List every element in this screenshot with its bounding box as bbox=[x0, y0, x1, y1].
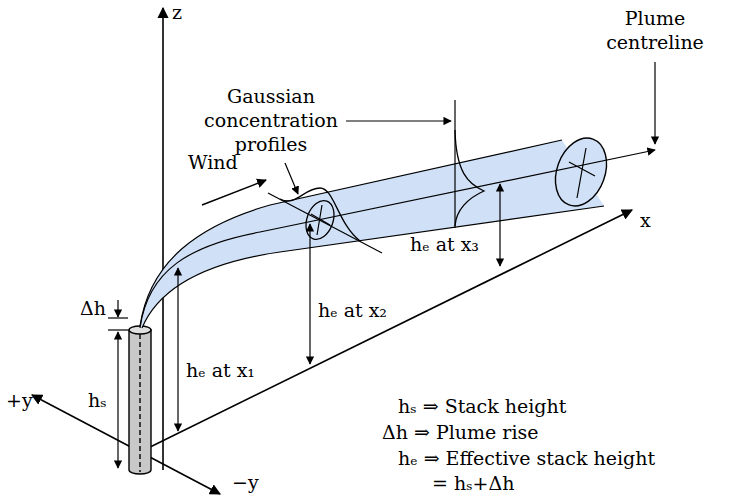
axis-label: +y bbox=[6, 388, 33, 412]
callout-text: Plume centreline bbox=[595, 6, 715, 54]
z-axis bbox=[162, 8, 164, 470]
wind-arrow bbox=[202, 180, 266, 205]
legend-text: hₛ ⇒ Stack height bbox=[398, 394, 566, 418]
dimension-label: Δh bbox=[80, 296, 106, 320]
legend-text: = hₛ+Δh bbox=[432, 471, 514, 495]
wind-label: Wind bbox=[188, 150, 238, 174]
dimension-label: hₑ at x₂ bbox=[318, 298, 387, 322]
axis-label: x bbox=[640, 208, 651, 232]
axis-label: z bbox=[172, 0, 182, 24]
dimension-label: hₛ bbox=[88, 388, 107, 412]
leader-line bbox=[346, 120, 451, 121]
axis-label: −y bbox=[232, 470, 259, 494]
dimension-label: hₑ at x₃ bbox=[410, 232, 479, 256]
legend-text: hₑ ⇒ Effective stack height bbox=[398, 446, 655, 470]
plume bbox=[140, 131, 655, 328]
stack bbox=[129, 326, 151, 474]
legend-text: Δh ⇒ Plume rise bbox=[382, 420, 539, 444]
y-axis bbox=[32, 395, 220, 494]
leader-line bbox=[285, 163, 298, 194]
leader-line bbox=[654, 62, 655, 144]
dimension-label: hₑ at x₁ bbox=[186, 358, 255, 382]
callout-text: Gaussian concentration profiles bbox=[198, 84, 344, 156]
